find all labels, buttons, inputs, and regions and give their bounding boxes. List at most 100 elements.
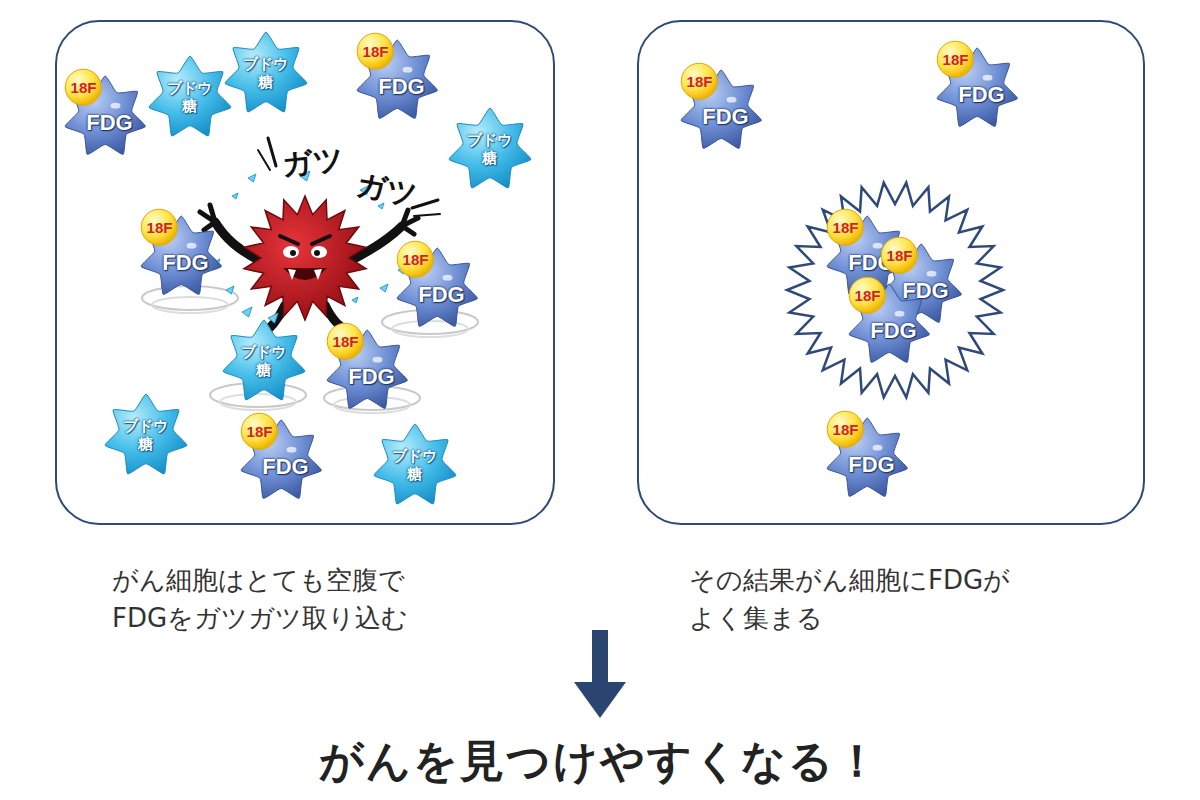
gloss	[443, 275, 453, 281]
isotope-label: 18F	[943, 51, 969, 68]
glucose-molecule: ブドウ糖	[104, 394, 188, 478]
molecule-name: FDG	[870, 318, 916, 344]
monster-pupil	[290, 250, 296, 256]
fdg-molecule: FDG 18F	[396, 248, 478, 330]
isotope-circle	[681, 63, 717, 99]
shard	[380, 284, 388, 292]
isotope-circle	[881, 237, 917, 273]
isotope-circle	[849, 277, 885, 313]
accumulation-burst	[787, 183, 1003, 398]
isotope-circle	[241, 413, 277, 449]
isotope-circle	[141, 209, 177, 245]
star-outline	[357, 40, 437, 118]
star-outline	[223, 320, 305, 400]
cancer-cell-monster	[200, 196, 418, 338]
isotope-label: 18F	[887, 247, 913, 264]
molecule-name: FDG	[848, 452, 894, 478]
star-outline	[849, 284, 929, 362]
star-outline	[225, 32, 307, 112]
isotope-label: 18F	[147, 219, 173, 236]
monster-claw	[200, 205, 215, 230]
shard	[242, 307, 252, 317]
panel-box: がん細胞はとても空腹で FDGをガツガツ取り込むFDG18Fブドウ糖ブドウ糖FD…	[55, 20, 555, 525]
star-outline	[937, 48, 1017, 126]
gloss	[287, 447, 297, 453]
fdg-molecule: FDG 18F	[356, 40, 438, 122]
gloss	[373, 357, 383, 363]
arrow-shaft	[592, 630, 608, 684]
monster-claw	[402, 210, 418, 234]
glucose-molecule: ブドウ糖	[373, 424, 457, 508]
monster-eye	[311, 246, 327, 258]
fdg-molecule: FDG18F	[240, 420, 322, 502]
star-outline	[149, 56, 231, 136]
panel-caption: その結果がん細胞にFDGが よく集まる	[689, 562, 1019, 637]
star-outline	[65, 76, 145, 154]
gloss	[111, 103, 121, 109]
arrow-head	[574, 682, 626, 718]
star-outline	[449, 108, 531, 188]
glucose-molecule: ブドウ糖	[222, 320, 306, 404]
glucose-molecule: ブドウ糖	[448, 108, 532, 192]
fdg-molecule: FDG18F	[936, 48, 1018, 130]
speed-mark	[258, 150, 270, 170]
isotope-label: 18F	[71, 79, 97, 96]
glucose-name: ブドウ糖	[391, 448, 439, 483]
isotope-circle	[397, 241, 433, 277]
monster-pupil	[314, 250, 320, 256]
star-outline	[241, 420, 321, 498]
sound-effect: ガツ	[353, 165, 421, 216]
isotope-label: 18F	[403, 251, 429, 268]
glucose-molecule: ブドウ糖	[148, 56, 232, 140]
monster-mouth	[283, 268, 327, 280]
glucose-molecule: ブドウ糖	[224, 32, 308, 116]
down-arrow	[574, 630, 626, 718]
monster-brow	[280, 236, 298, 244]
fdg-molecule: FDG18F	[848, 284, 930, 366]
gloss	[983, 75, 993, 81]
shard	[232, 193, 238, 199]
panel-box: その結果がん細胞にFDGが よく集まるFDG18FFDG18FFDG18FFDG…	[637, 20, 1145, 525]
speed-marks	[258, 138, 440, 216]
fdg-molecule: FDG 18F	[826, 418, 908, 500]
glucose-name: ブドウ糖	[166, 80, 214, 115]
fdg-molecule: FDG 18F	[64, 76, 146, 158]
panel-caption: がん細胞はとても空腹で FDGをガツガツ取り込む	[112, 562, 422, 637]
molecule-name: FDG	[86, 110, 132, 136]
glucose-name: ブドウ糖	[466, 132, 514, 167]
glucose-name: ブドウ糖	[242, 56, 290, 91]
fdg-molecule: FDG 18F	[680, 70, 762, 152]
sound-effect: ガツ	[280, 139, 346, 186]
fdg-molecule: FDG18F	[326, 330, 408, 412]
isotope-circle	[357, 33, 393, 69]
gloss	[873, 445, 883, 451]
gloss	[927, 271, 937, 277]
speed-mark	[268, 138, 276, 166]
isotope-circle	[827, 209, 863, 245]
isotope-circle	[327, 323, 363, 359]
star-outline	[327, 330, 407, 408]
star-outline	[374, 424, 456, 504]
star-outline	[105, 394, 187, 474]
isotope-label: 18F	[833, 219, 859, 236]
molecule-name: FDG	[378, 74, 424, 100]
molecule-name: FDG	[348, 364, 394, 390]
monster-body	[244, 196, 366, 320]
star-outline	[827, 418, 907, 496]
gloss	[727, 97, 737, 103]
molecule-name: FDG	[702, 104, 748, 130]
conclusion-title: がんを見つけやすくなる！	[0, 732, 1200, 791]
molecule-name: FDG	[418, 282, 464, 308]
shard	[226, 286, 234, 294]
star-outline	[141, 216, 221, 294]
star-outline	[681, 70, 761, 148]
isotope-label: 18F	[833, 421, 859, 438]
monster-eye	[283, 246, 299, 258]
isotope-label: 18F	[687, 73, 713, 90]
isotope-label: 18F	[363, 43, 389, 60]
shard	[268, 313, 278, 323]
isotope-label: 18F	[247, 423, 273, 440]
gloss	[187, 243, 197, 249]
shadow-ring	[152, 297, 228, 313]
